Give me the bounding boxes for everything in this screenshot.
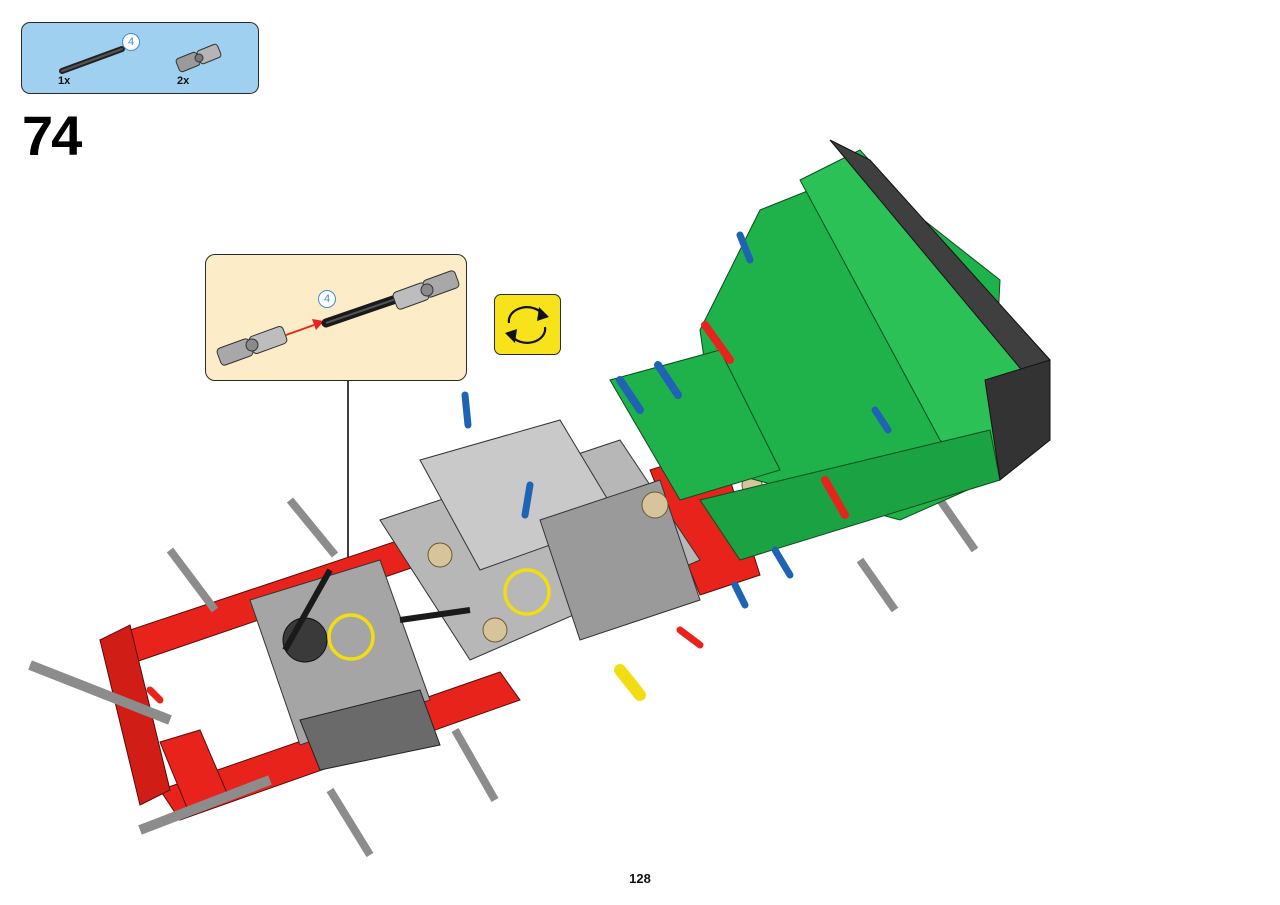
axle-4-icon — [321, 294, 401, 328]
grey-gearbox — [249, 419, 701, 771]
sub-assembly-box: 4 — [205, 254, 467, 381]
page-number: 128 — [629, 871, 651, 886]
highlight-circle-right — [503, 568, 551, 616]
black-axle-mid — [399, 607, 471, 623]
axle-length-callout: 4 — [122, 33, 140, 51]
red-pins — [146, 321, 849, 704]
insert-arrow-line — [285, 324, 315, 336]
sub-axle-length-callout: 4 — [318, 290, 336, 308]
black-axle-left — [282, 568, 333, 652]
left-universal-joint-icon — [216, 326, 288, 366]
grey-axles — [28, 497, 979, 858]
blue-pins — [461, 231, 892, 609]
right-universal-joint-icon — [392, 270, 460, 310]
rotate-model-icon — [505, 306, 549, 344]
insert-arrow-head — [312, 319, 324, 330]
green-engine-block — [609, 139, 1051, 561]
highlight-circle-left — [327, 613, 375, 661]
parts-list-panel: 1x 2x 4 — [21, 22, 259, 94]
rotate-badge — [494, 294, 561, 355]
universal-joint-qty: 2x — [177, 75, 190, 87]
sub-assembly-art — [216, 270, 460, 366]
universal-joint-part-icon — [175, 43, 222, 73]
yellow-axle-pin — [614, 664, 646, 701]
axle-part-icon — [59, 46, 125, 74]
parts-list-art — [59, 43, 222, 74]
axle-qty: 1x — [58, 75, 71, 87]
step-number: 74 — [22, 104, 82, 167]
